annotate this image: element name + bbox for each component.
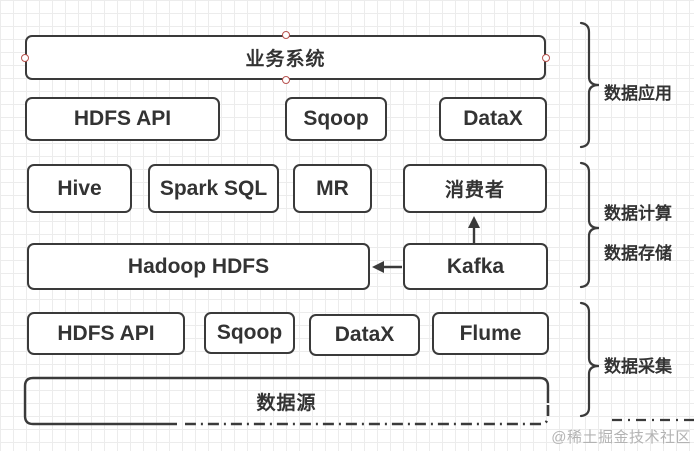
node-label: Spark SQL	[159, 176, 268, 200]
node-business-system[interactable]: 业务系统	[21, 31, 550, 84]
node-label: DataX	[334, 323, 395, 346]
node-label: 业务系统	[245, 49, 326, 70]
node-spark-sql[interactable]: Spark SQL	[148, 164, 279, 213]
node-hdfs-api-collect[interactable]: HDFS API	[27, 312, 185, 355]
selection-handle-left-icon[interactable]	[21, 53, 29, 62]
node-hadoop-hdfs[interactable]: Hadoop HDFS	[27, 243, 370, 290]
node-label: 数据源	[256, 392, 317, 414]
group-label-data-collection[interactable]: 数据采集	[604, 357, 672, 376]
arrow-kafka-to-hadoop-hdfs[interactable]	[372, 261, 402, 273]
node-sqoop-app[interactable]: Sqoop	[285, 97, 387, 141]
node-label: Kafka	[446, 254, 505, 278]
group-label-data-storage[interactable]: 数据存储	[604, 244, 672, 263]
node-label: Hive	[57, 176, 102, 200]
node-sqoop-collect[interactable]: Sqoop	[204, 312, 295, 354]
arrow-kafka-to-consumer[interactable]	[468, 216, 480, 243]
arrowhead-left-icon	[372, 261, 384, 273]
node-label: Sqoop	[303, 107, 369, 130]
node-label: DataX	[463, 107, 523, 130]
node-label: HDFS API	[73, 107, 172, 130]
watermark-text: @稀土掘金技术社区	[551, 429, 691, 446]
node-label: Hadoop HDFS	[127, 254, 270, 278]
brace-data-computing-storage[interactable]	[579, 161, 600, 289]
node-data-source[interactable]: 数据源	[25, 378, 548, 424]
node-hive[interactable]: Hive	[27, 164, 132, 213]
node-kafka[interactable]: Kafka	[403, 243, 548, 290]
selection-handle-top-icon[interactable]	[281, 31, 290, 39]
selection-handle-bottom-icon[interactable]	[281, 76, 290, 84]
node-mr[interactable]: MR	[293, 164, 372, 213]
node-label: Sqoop	[216, 321, 283, 344]
node-label: MR	[316, 176, 349, 200]
group-label-data-computing[interactable]: 数据计算	[604, 204, 672, 223]
data-source-outline-dashed[interactable]	[185, 405, 550, 426]
node-datax-collect[interactable]: DataX	[309, 314, 420, 356]
arrowhead-up-icon	[468, 216, 480, 228]
node-label: Flume	[459, 321, 522, 345]
node-hdfs-api-app[interactable]: HDFS API	[25, 97, 220, 141]
data-source-outline-solid[interactable]	[23, 376, 550, 426]
brace-data-application[interactable]	[579, 21, 600, 149]
node-datax-app[interactable]: DataX	[439, 97, 547, 141]
node-label: HDFS API	[57, 321, 155, 345]
brace-data-collection[interactable]	[579, 301, 600, 418]
node-label: 消费者	[444, 180, 505, 201]
group-label-data-application[interactable]: 数据应用	[604, 84, 672, 103]
node-flume[interactable]: Flume	[432, 312, 549, 355]
node-consumer[interactable]: 消费者	[403, 164, 547, 213]
selection-handle-right-icon[interactable]	[542, 53, 550, 62]
